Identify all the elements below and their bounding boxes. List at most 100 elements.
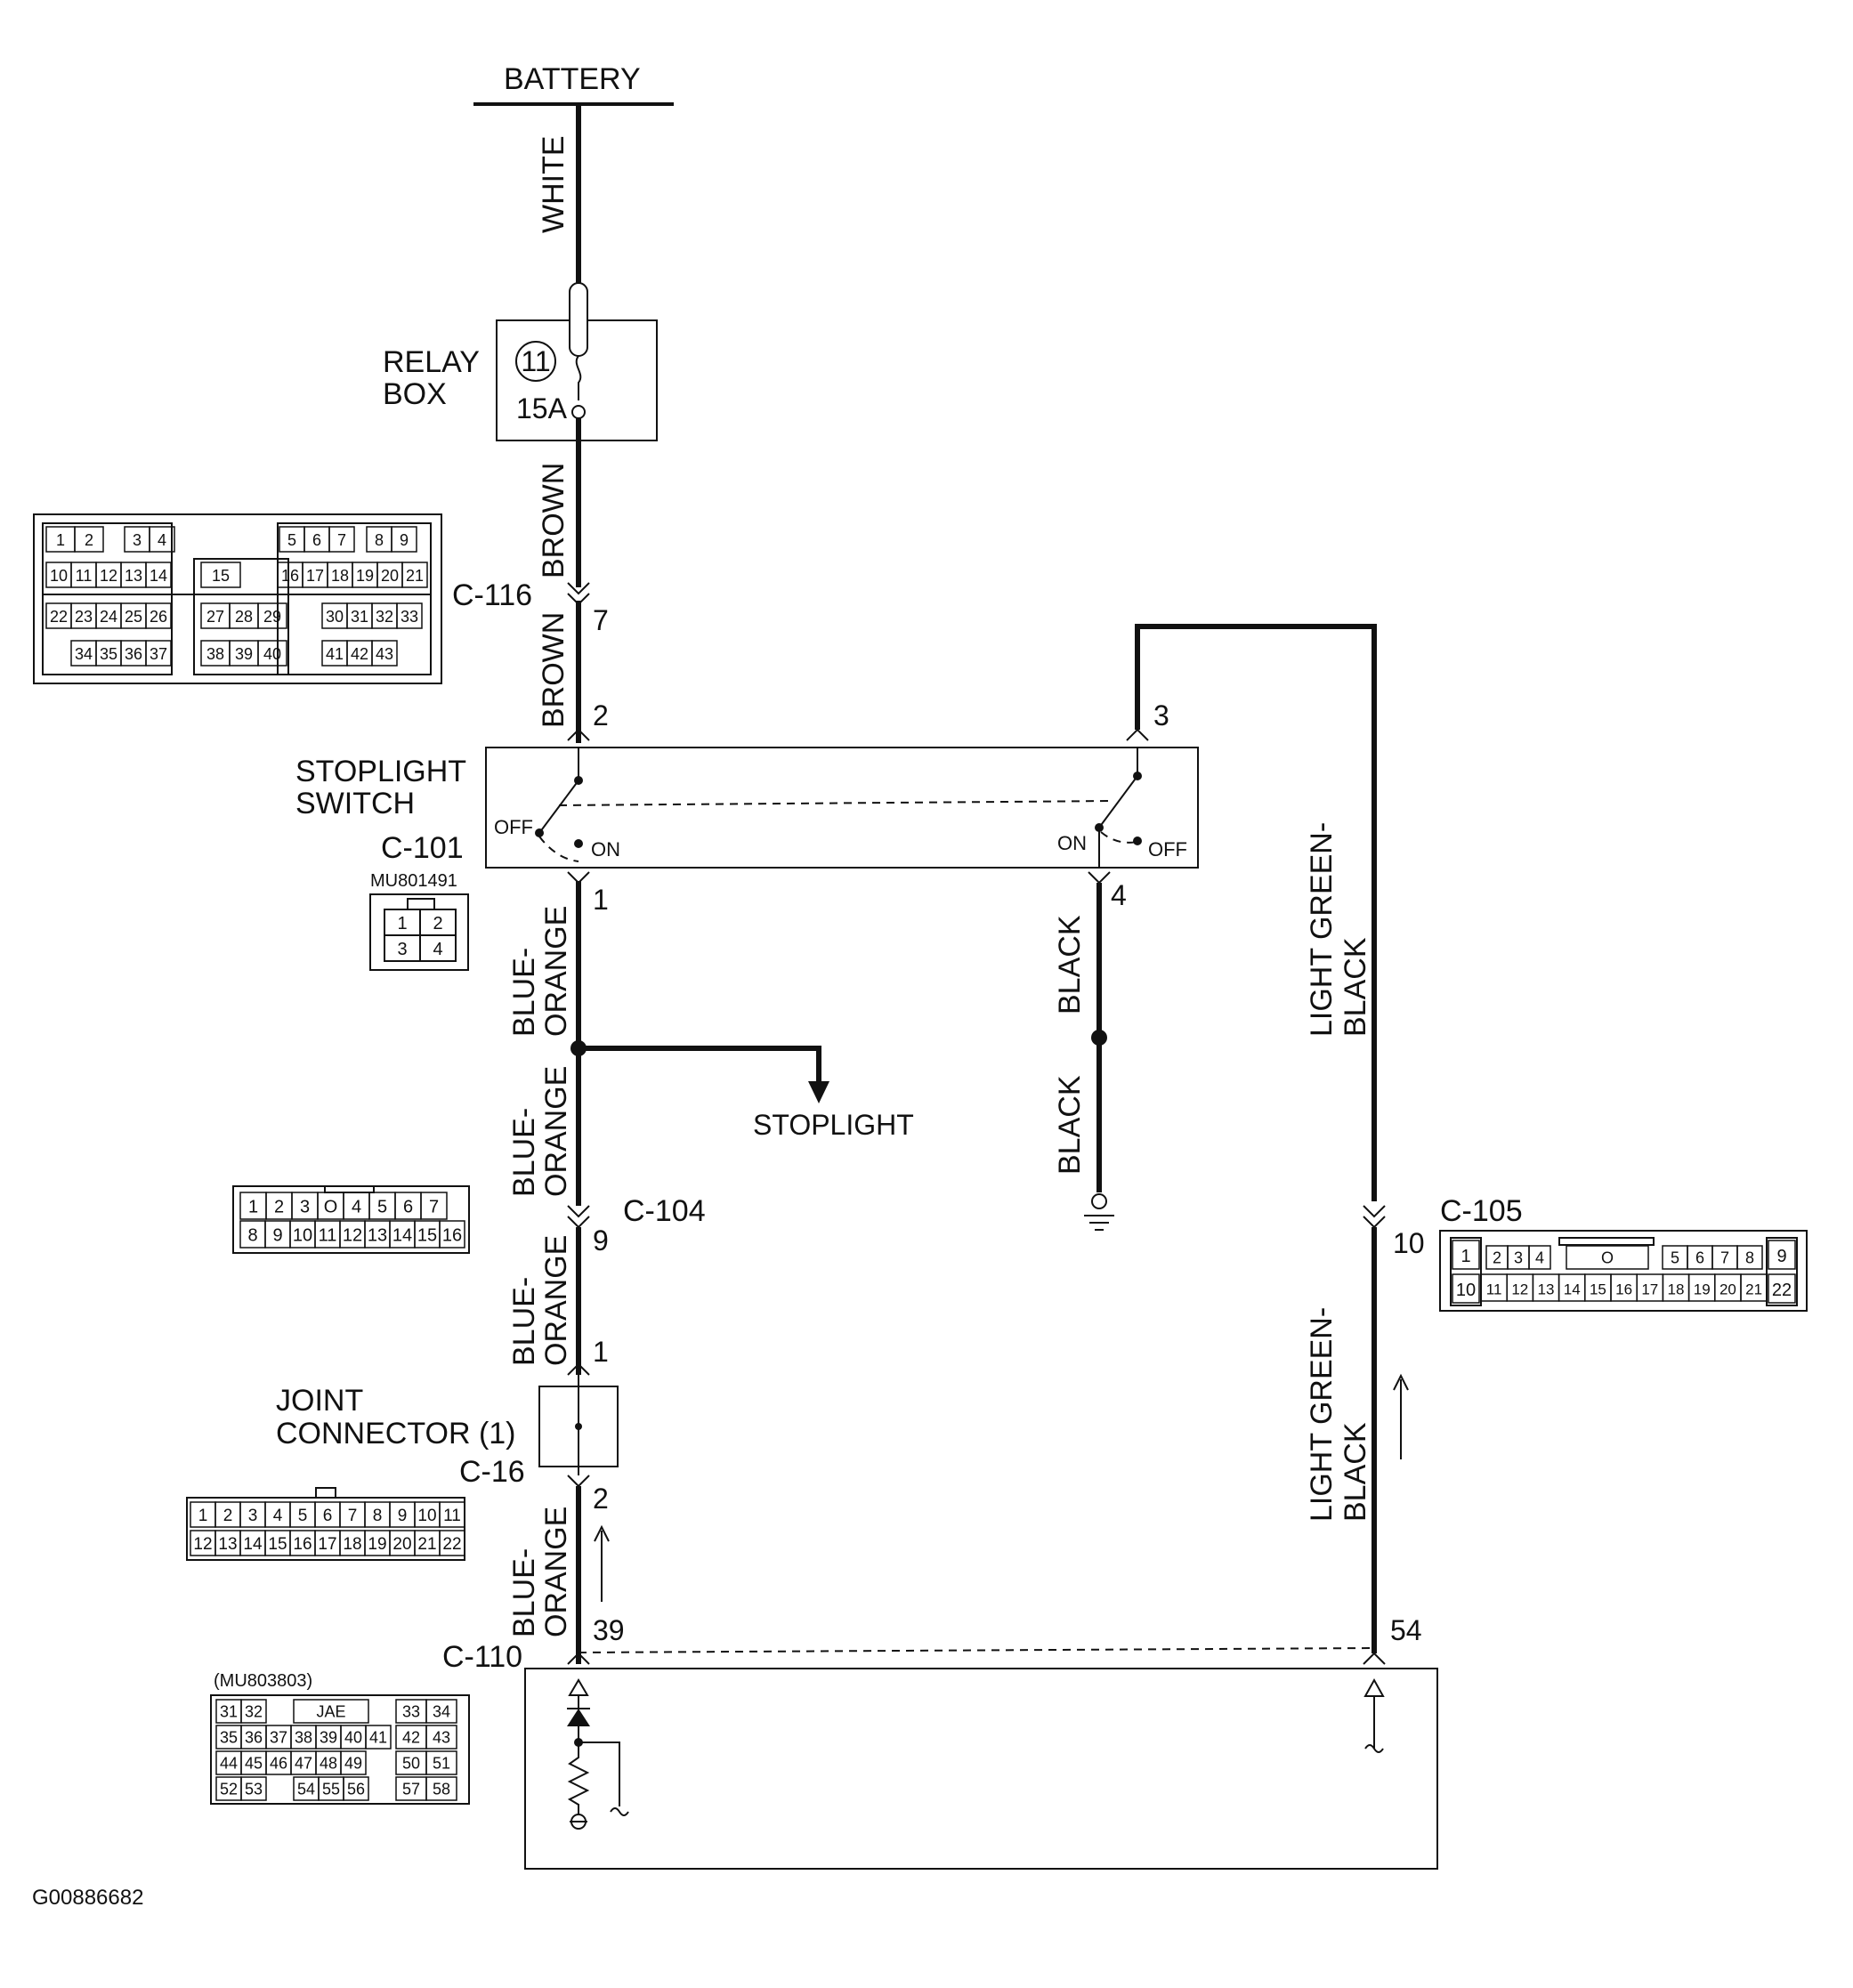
- c104-pin: 7: [429, 1198, 439, 1217]
- c105-cell: [1452, 1240, 1480, 1270]
- c116-pin: 15: [212, 567, 230, 585]
- c116-pin: 40: [263, 645, 281, 663]
- c110-cell: [293, 1699, 369, 1724]
- c104-pin: 2: [274, 1198, 284, 1217]
- c116-pin: 27: [206, 608, 224, 626]
- c110-pin: 46: [270, 1755, 287, 1773]
- c104-pin: 12: [343, 1226, 362, 1246]
- c116-pin: 11: [76, 567, 93, 585]
- c110-pin: 37: [270, 1729, 287, 1747]
- sw-on-right: ON: [1057, 832, 1087, 854]
- wire-label-blue-orange-a1: BLUE-: [507, 948, 541, 1037]
- wire-label-light-green-a2: BLACK: [1339, 937, 1372, 1037]
- c16-pin: 10: [417, 1507, 436, 1525]
- c116-pin: 34: [75, 645, 93, 663]
- ground-splice: [1091, 1030, 1107, 1046]
- c105-pin: 17: [1641, 1281, 1658, 1298]
- c116-pin: 36: [125, 645, 142, 663]
- c110-pin: 45: [245, 1755, 263, 1773]
- wire-label-blue-orange-d2: ORANGE: [539, 1507, 573, 1637]
- c105-cell: [1528, 1245, 1551, 1270]
- c101-part-number: MU801491: [370, 871, 457, 891]
- connector-c16-label: C-16: [459, 1455, 525, 1489]
- c110-cell: [425, 1776, 457, 1801]
- c105-pin: 18: [1668, 1281, 1685, 1298]
- c116-pin: 22: [50, 608, 68, 626]
- input-terminal-icon: [1363, 1677, 1385, 1697]
- c16-pin: 22: [442, 1535, 461, 1554]
- c116-pin: 6: [312, 531, 321, 549]
- wire-label-light-green-a1: LIGHT GREEN-: [1305, 822, 1339, 1037]
- pin-jc-2-symbol: [567, 1475, 590, 1488]
- c116-cell: [328, 526, 355, 553]
- pin-c105-10: 10: [1393, 1227, 1425, 1259]
- wire-label-light-green-b1: LIGHT GREEN-: [1305, 1307, 1339, 1522]
- c104-pin: 14: [392, 1226, 412, 1246]
- wire-label-brown-1: BROWN: [537, 463, 570, 578]
- c110-pin: 49: [344, 1755, 362, 1773]
- c104-cell: [439, 1220, 465, 1249]
- pin-c110-39: 39: [593, 1614, 625, 1646]
- stoplight-switch-label-1: STOPLIGHT: [295, 755, 466, 788]
- c104-pin: 13: [368, 1226, 387, 1246]
- c16-pin: 4: [273, 1507, 283, 1525]
- c105-pin: 2: [1493, 1249, 1501, 1267]
- c110-cell: [340, 1750, 367, 1775]
- c116-pin: 32: [376, 608, 393, 626]
- c16-pin: 19: [368, 1535, 386, 1554]
- c116-pin: 28: [235, 608, 253, 626]
- fuse-number-circle: [515, 341, 556, 382]
- c116-pin: 2: [85, 531, 93, 549]
- pin-sw-1: 1: [593, 884, 609, 916]
- c104-pin: 10: [293, 1226, 312, 1246]
- c110-pin: 31: [220, 1703, 238, 1721]
- c116-pin: 12: [100, 567, 117, 585]
- c116-pin: 41: [326, 645, 344, 663]
- c104-pin: 3: [300, 1198, 310, 1217]
- c110-pin: 43: [433, 1729, 450, 1747]
- c110-pin: 38: [295, 1729, 312, 1747]
- c116-cell: [401, 562, 428, 588]
- c104-pin: 16: [442, 1226, 462, 1246]
- c105-cell: [1736, 1245, 1763, 1270]
- c116-cell: [145, 602, 172, 629]
- sw-off-right: OFF: [1148, 838, 1187, 861]
- c116-pin: 18: [331, 567, 349, 585]
- c116-pin: 38: [206, 645, 224, 663]
- c110-pin: 55: [322, 1781, 340, 1798]
- joint-connector-label-2: CONNECTOR (1): [276, 1417, 516, 1451]
- arrow-down-icon: [808, 1081, 829, 1103]
- c110-cell: [343, 1776, 369, 1801]
- ecu-c110: [524, 1668, 1438, 1870]
- c116-pin: 26: [150, 608, 167, 626]
- c116-cell: [145, 640, 172, 667]
- c105-pin: 15: [1590, 1281, 1606, 1298]
- c116-pin: 43: [376, 645, 393, 663]
- wire-light-green-black: [1135, 624, 1377, 1201]
- c105-cell: [1740, 1273, 1768, 1302]
- c116-cell: [391, 526, 417, 553]
- c116-pin: 21: [406, 567, 424, 585]
- c110-pin: 36: [245, 1729, 263, 1747]
- c116-pin: 30: [326, 608, 344, 626]
- figure-id: G00886682: [32, 1886, 143, 1910]
- c110-pin: 41: [369, 1729, 387, 1747]
- c116-pin: 35: [100, 645, 117, 663]
- c16-pin: 15: [268, 1535, 287, 1554]
- c110-cell: [425, 1725, 457, 1750]
- connector-c105-symbol: [1363, 1205, 1386, 1229]
- c110-cell: [365, 1725, 392, 1750]
- c116-pin: 19: [356, 567, 374, 585]
- stoplight-switch: STOPLIGHT SWITCH C-101 OFF ON ON OFF: [295, 747, 1199, 869]
- c110-pin: 35: [220, 1729, 238, 1747]
- c105-pin: 12: [1511, 1281, 1528, 1298]
- c116-cell: [145, 562, 172, 588]
- wire-label-blue-orange-a2: ORANGE: [539, 906, 573, 1037]
- c116-pin: 1: [56, 531, 65, 549]
- c110-pin: 50: [402, 1755, 420, 1773]
- wire-label-white: WHITE: [537, 135, 570, 233]
- c105-pin: 7: [1720, 1249, 1729, 1267]
- pin-c104-9: 9: [593, 1224, 609, 1257]
